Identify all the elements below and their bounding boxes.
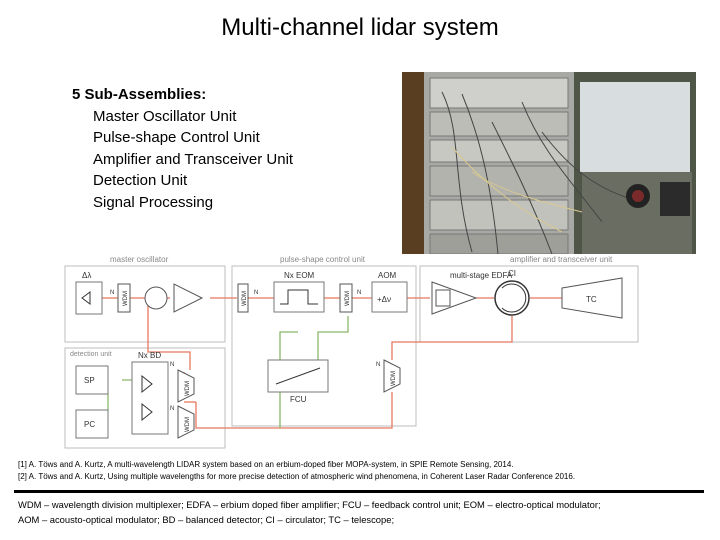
legend-divider [14,490,704,539]
wdm-label: WDM [242,291,248,306]
sub-assembly-item: Amplifier and Transceiver Unit [93,150,294,168]
telescope-icon [561,277,623,319]
n-label: N [254,290,258,296]
wdm-box [383,359,401,393]
n-label: N [376,362,380,368]
fcu-ramp-icon [275,367,321,385]
sp-label: SP [84,376,95,385]
photodiode-icon [141,402,153,422]
wdm-label: WDM [185,381,191,396]
wdm-label: WDM [185,417,191,432]
photodiode-icon [141,374,153,394]
wdm-label: WDM [391,371,397,386]
laser-diode-box [75,281,103,315]
lidar-block-diagram: master oscillator pulse-shape control un… [64,255,639,449]
reference-item: [1] A. Töws and A. Kurtz, A multi-wavele… [18,460,514,469]
circulator-icon [494,280,530,316]
frame-pulse-shape [231,265,417,427]
wdm-box [339,283,353,313]
nx-bd-label: Nx BD [138,351,161,360]
wdm-box [177,405,195,439]
sub-assembly-item: Pulse-shape Control Unit [93,129,260,146]
frame-master-oscillator [64,265,226,343]
sub-assembly-item: Detection Unit [93,172,188,189]
edfa-pump-icon [435,289,451,307]
frame-detection [64,347,226,449]
nx-eom-label: Nx EOM [284,271,315,280]
references: [1] A. Töws and A. Kurtz, A multi-wavele… [18,459,708,483]
pc-box [75,409,109,439]
n-label: N [170,406,174,412]
sub-assemblies-heading: 5 Sub-Assemblies: [72,86,207,103]
frame-amplifier [419,265,639,343]
sub-assembly-item: Signal Processing [93,193,214,211]
n-label: N [170,362,174,368]
section-label-amplifier: amplifier and transceiver unit [510,255,613,264]
abbreviation-legend: WDM – wavelength division multiplexer; E… [18,497,708,527]
wdm-box [237,283,249,313]
legend-line: AOM – acousto-optical modulator; BD – ba… [18,514,395,525]
tc-label: TC [586,295,597,304]
sub-assembly-item: Master Oscillator Unit [93,107,237,125]
fiber-lines [102,297,562,429]
wdm-box [117,283,131,313]
balanced-detector-box [131,361,169,435]
section-label-master-oscillator: master oscillator [110,255,169,264]
splitter-icon [144,286,168,310]
n-label: N [110,290,114,296]
edfa-label: multi-stage EDFA [450,271,513,280]
reference-item: [2] A. Töws and A. Kurtz, Using multiple… [18,472,576,481]
plus-dnu-label: +Δν [377,295,391,304]
legend-line: WDM – wavelength division multiplexer; E… [18,499,601,510]
n-label: N [357,290,361,296]
section-label-detection: detection unit [70,351,112,358]
amplifier-triangle-icon [173,283,204,313]
sp-box [75,365,109,395]
lidar-rack-photo [402,72,696,254]
pulse-shape-icon [280,289,318,305]
circulator-arrow-icon [501,283,527,313]
wdm-box [177,369,195,403]
aom-label: AOM [378,271,397,280]
wdm-label: WDM [123,291,129,306]
section-label-pulse-shape: pulse-shape control unit [280,255,366,264]
pc-label: PC [84,420,95,429]
aom-box [371,281,408,313]
wdm-label: WDM [345,291,351,306]
page-title: Multi-channel lidar system [221,14,499,41]
ci-label: CI [508,269,516,278]
eom-box [273,281,325,313]
delta-lambda-label: Δλ [82,271,91,280]
fcu-label: FCU [290,395,307,404]
sub-assemblies-list: 5 Sub-Assemblies: Master Oscillator Unit… [72,84,293,213]
